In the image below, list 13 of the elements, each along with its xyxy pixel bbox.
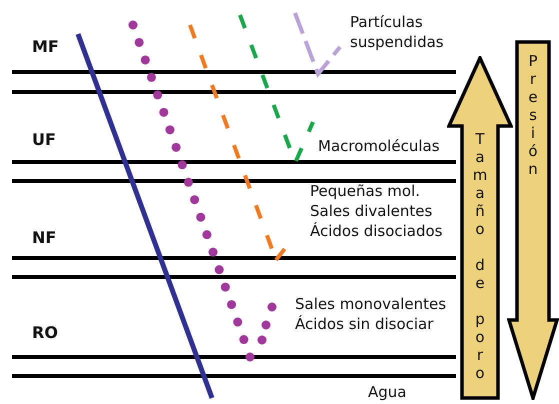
particle-label: Macromoléculas [318,136,441,156]
particle-label: Agua [368,382,406,402]
arrow-label: Presión [524,52,542,178]
particle-label: Partículas suspendidas [350,12,445,52]
particle-label: Pequeñas mol. Sales divalentes Ácidos disociados [310,181,444,241]
down-arrow [507,40,559,400]
level-label: RO [32,323,58,343]
arrow-label: Tamaño de poro [471,130,489,382]
particle-label: Sales monovalentes Ácidos sin disociar [295,294,448,334]
up-arrow [447,56,513,400]
level-label: NF [32,228,56,248]
level-label: MF [32,37,59,57]
level-label: UF [32,130,56,150]
